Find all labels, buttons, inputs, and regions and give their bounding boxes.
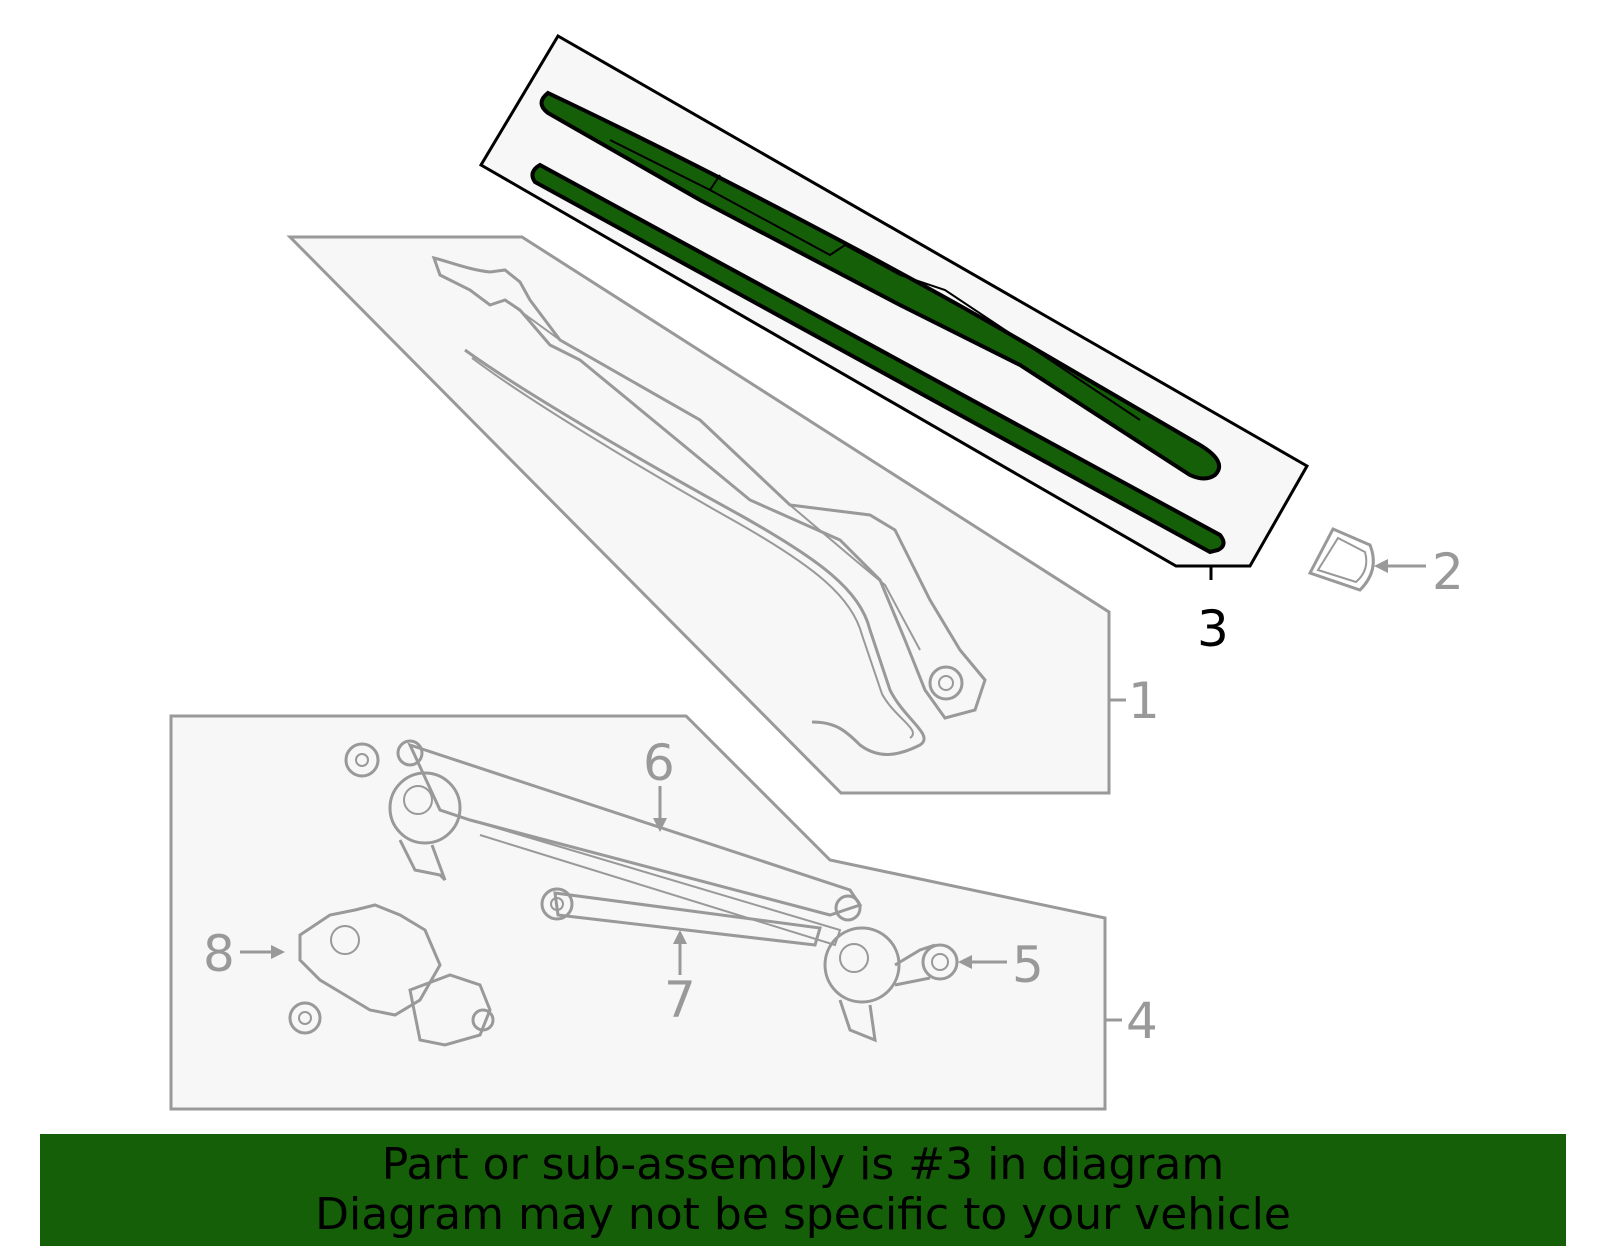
rod-end-left-hole [550, 897, 564, 911]
callout-5: 5 [1012, 936, 1044, 994]
arm-panel [286, 235, 1111, 795]
callout-8-arrowhead [271, 945, 285, 959]
rod-end-left [540, 887, 574, 921]
left-pivot-shaft [403, 785, 433, 815]
left-pivot-bracket [398, 839, 447, 882]
arm-pivot-hole [938, 675, 954, 691]
right-pivot-shaft [839, 943, 869, 973]
callout-6-arrowhead [653, 818, 667, 832]
arm-cap-inner [1316, 536, 1368, 584]
callout-3: 3 [1197, 600, 1229, 658]
wiper-motor-can [408, 973, 492, 1047]
arm-assembly-group [286, 235, 1111, 795]
pivot-grommet [921, 943, 959, 981]
callout-2: 2 [1432, 543, 1464, 601]
callout-5-arrowhead [958, 955, 972, 969]
connecting-rod [553, 891, 822, 947]
wiper-motor-mount-hole [298, 1011, 312, 1025]
callout-1: 1 [1128, 672, 1160, 730]
callout-6: 6 [643, 734, 675, 792]
footer-banner: Part or sub-assembly is #3 in diagram Di… [40, 1134, 1566, 1246]
washer-hose-inner [471, 357, 914, 739]
callout-8: 8 [203, 925, 235, 983]
wiper-motor-mount [288, 1001, 322, 1035]
callout-2-arrowhead [1374, 559, 1388, 573]
left-link-top [396, 739, 424, 767]
arm-pivot-ring [928, 665, 964, 701]
wiper-blade-frame-detail [609, 139, 1141, 421]
callout-7-arrowhead [673, 930, 687, 944]
wiper-motor-gear [330, 925, 360, 955]
footer-line-1: Part or sub-assembly is #3 in diagram [381, 1139, 1225, 1190]
left-link-end-hole [355, 753, 369, 767]
wiper-motor-endcap [471, 1008, 495, 1032]
pivot-grommet-hole [931, 953, 949, 971]
footer-line-2: Diagram may not be specific to your vehi… [315, 1189, 1291, 1240]
left-link-end [344, 742, 380, 778]
right-pivot-housing [823, 926, 901, 1004]
callout-4: 4 [1126, 992, 1158, 1050]
linkage-bar [407, 742, 863, 917]
left-pivot-housing [388, 771, 462, 845]
linkage-group [169, 714, 1107, 1111]
arm-cap [1307, 527, 1375, 592]
right-link-top [834, 894, 862, 922]
wiper-blade-group [478, 33, 1310, 580]
right-pivot-bracket [838, 999, 877, 1043]
wiper-arm-inner [504, 299, 921, 651]
wiper-arm [431, 255, 987, 720]
callout-7: 7 [664, 971, 696, 1029]
wiper-blade-rubber [530, 162, 1226, 555]
washer-hose [464, 348, 926, 756]
arm-cap-group [1307, 527, 1426, 592]
